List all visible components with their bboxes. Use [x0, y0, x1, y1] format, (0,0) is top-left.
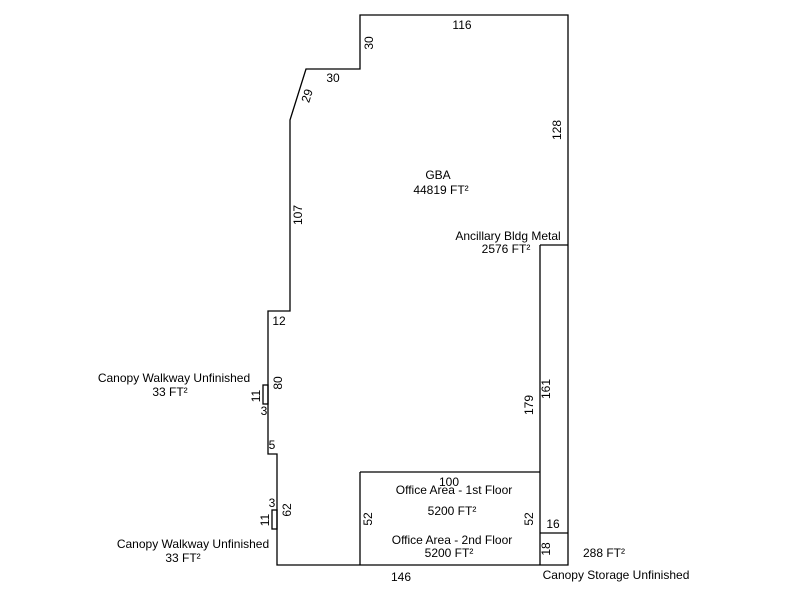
dim-canopy-upper-11: 11 [249, 389, 263, 402]
canopy-walkway-upper-size: 33 FT² [152, 385, 187, 399]
dim-top-116: 116 [452, 18, 471, 32]
dim-canopy-lower-11: 11 [258, 513, 272, 526]
gba-size: 44819 FT² [413, 183, 468, 197]
dim-left-62: 62 [280, 503, 294, 517]
canopy-walkway-upper-outline [262, 384, 269, 405]
office-2nd-size: 5200 FT² [425, 546, 474, 560]
dim-office-left-52: 52 [361, 512, 375, 526]
dim-left-80: 80 [271, 376, 285, 390]
dim-jog-12: 12 [272, 314, 286, 328]
office-area-outline [359, 471, 540, 565]
canopy-storage-size: 288 FT² [583, 546, 625, 560]
canopy-walkway-lower-label: Canopy Walkway Unfinished [117, 537, 269, 551]
canopy-walkway-upper-label: Canopy Walkway Unfinished [98, 371, 250, 385]
office-2nd-label: Office Area - 2nd Floor [392, 533, 513, 547]
dim-ancillary-161: 161 [539, 379, 553, 399]
dim-ancillary-179: 179 [522, 395, 536, 415]
office-1st-label: Office Area - 1st Floor [396, 483, 513, 497]
canopy-walkway-lower-outline [271, 509, 278, 530]
gba-outline [267, 14, 569, 566]
dim-right-128: 128 [550, 120, 564, 140]
dim-step-30-vertical: 30 [362, 36, 376, 50]
canopy-storage-label: Canopy Storage Unfinished [543, 568, 690, 582]
ancillary-bldg-outline [539, 244, 568, 565]
dim-diagonal-29: 29 [299, 87, 316, 104]
dim-step-30-horizontal: 30 [326, 71, 340, 85]
dim-canopy-lower-3: 3 [269, 496, 276, 510]
dim-bottom-146: 146 [391, 570, 411, 584]
dim-office-100: 100 [439, 475, 459, 489]
canopy-walkway-lower-size: 33 FT² [165, 551, 200, 565]
ancillary-label: Ancillary Bldg Metal [455, 229, 560, 243]
dim-office-right-52: 52 [522, 512, 536, 526]
gba-label: GBA [425, 168, 450, 182]
dim-jog-5: 5 [269, 438, 276, 452]
dim-canopy-upper-3: 3 [261, 404, 268, 418]
ancillary-size: 2576 FT² [482, 242, 531, 256]
dim-left-107: 107 [291, 205, 305, 225]
dim-storage-16: 16 [546, 517, 560, 531]
dim-storage-18: 18 [539, 542, 553, 556]
office-1st-size: 5200 FT² [428, 504, 477, 518]
